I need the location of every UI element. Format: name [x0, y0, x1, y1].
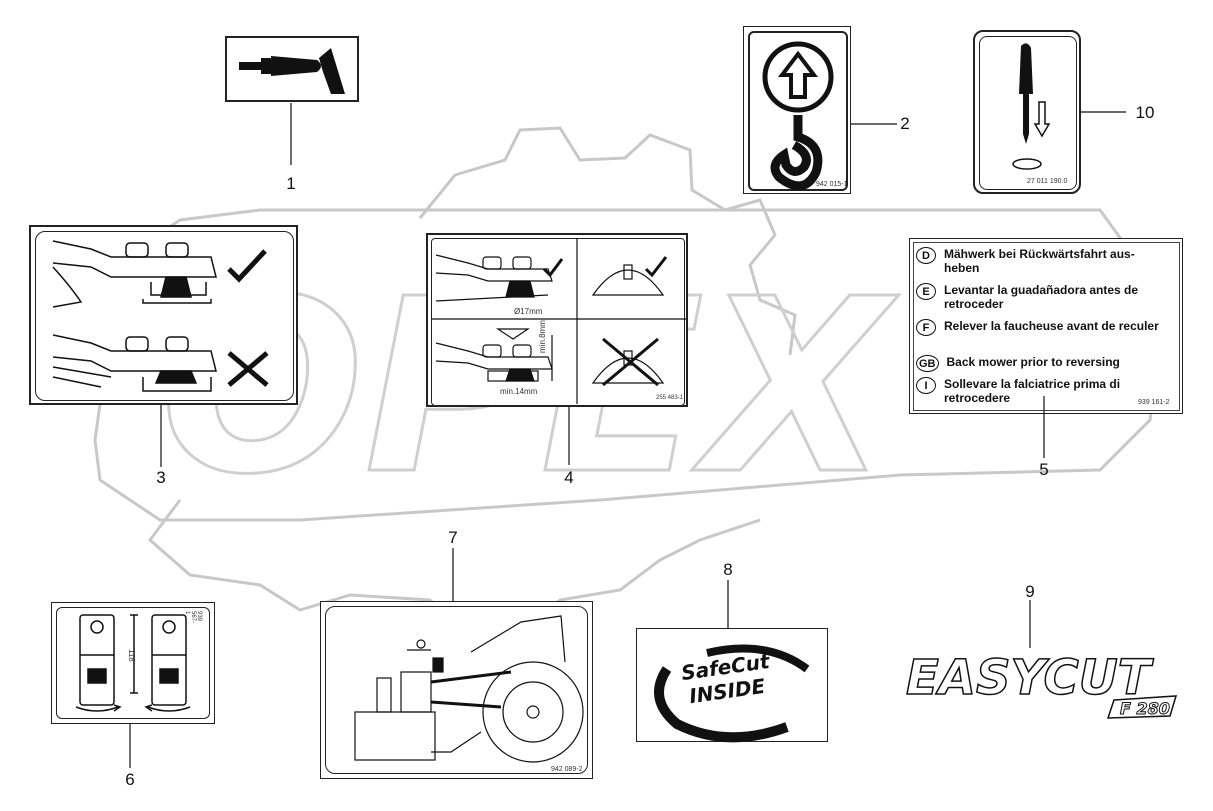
lang-text-f: Relever la faucheuse avant de reculer [944, 319, 1159, 333]
lang-row-e: E Levantar la guadañadora antes de retro… [916, 283, 1172, 311]
label-4-code: 255 483-1 [656, 395, 684, 401]
label-7-code: 942 089-2 [551, 766, 583, 773]
lang-text-i: Sollevare la falciatrice prima di retroc… [944, 377, 1121, 405]
label-7-mounting: 942 089-2 [320, 601, 593, 779]
easycut-logo-graphic: EASYCUT F 280 [905, 649, 1178, 719]
callout-2: 2 [900, 114, 910, 133]
lang-row-d: D Mähwerk bei Rückwärtsfahrt aus- heben [916, 247, 1172, 275]
tractor-mounting-diagram [354, 615, 584, 763]
callout-6: 6 [125, 770, 135, 789]
blade-rotation-diagram [75, 614, 191, 712]
lang-row-i: I Sollevare la falciatrice prima di retr… [916, 377, 1172, 405]
screwdriver-icon [1012, 43, 1051, 170]
lang-row-gb: GB Back mower prior to reversing [916, 355, 1175, 372]
label-4-dim-diameter: Ø17mm [514, 307, 543, 316]
label-1-grease [225, 36, 359, 102]
callout-3: 3 [156, 468, 166, 487]
callout-10: 10 [1135, 103, 1155, 122]
label-5-reverse-warning: D Mähwerk bei Rückwärtsfahrt aus- heben … [909, 238, 1183, 414]
easycut-brand: EASYCUT [906, 650, 1154, 706]
easycut-model: F 280 [1120, 699, 1170, 718]
label-3-blade-check [29, 225, 298, 405]
watermark-gear [418, 126, 797, 356]
lang-row-f: F Relever la faucheuse avant de reculer [916, 319, 1172, 336]
lang-text-gb: Back mower prior to reversing [946, 355, 1120, 369]
lang-text-e: Levantar la guadañadora antes de retroce… [944, 283, 1139, 311]
lang-badge-d: D [916, 247, 936, 264]
lang-text-d: Mähwerk bei Rückwärtsfahrt aus- heben [944, 247, 1135, 275]
callout-8: 8 [723, 560, 733, 579]
grease-gun-icon [239, 48, 345, 94]
safecut-swoosh [654, 644, 810, 743]
callout-4: 4 [564, 468, 574, 487]
label-6-dim: 118 [127, 649, 136, 662]
label-6-code: 939 567-1 [184, 611, 202, 624]
callout-5: 5 [1039, 460, 1049, 479]
label-10-code: 27 011 190.0 [1027, 178, 1068, 185]
lang-badge-gb: GB [916, 355, 939, 372]
lang-badge-e: E [916, 283, 936, 300]
callout-9: 9 [1025, 582, 1035, 601]
label-6-blade-rotation: 118 939 567-1 [51, 602, 215, 724]
watermark-outline [93, 208, 1167, 522]
callout-1: 1 [286, 174, 296, 193]
label-5-code: 939 161-2 [1138, 399, 1170, 406]
lang-badge-i: I [916, 377, 936, 394]
label-8-safecut: SafeCut INSIDE [636, 628, 828, 743]
label-2-code: 942 015-1 [816, 181, 848, 188]
callout-7: 7 [448, 528, 458, 547]
blade-mount-diagram [52, 240, 269, 392]
label-10-screwdriver: 27 011 190.0 [973, 30, 1081, 194]
lang-badge-f: F [916, 319, 936, 336]
lift-hook-icon [762, 41, 834, 191]
label-9-easycut-logo: EASYCUT F 280 [900, 644, 1180, 720]
label-4-wear-limits: Ø17mm min.14mm min.8mm 255 483-1 [426, 233, 688, 407]
label-2-hook: 942 015-1 [743, 26, 851, 194]
wear-limits-diagram [431, 238, 686, 404]
label-4-dim-min8: min.8mm [538, 320, 547, 353]
label-4-dim-min14: min.14mm [500, 387, 538, 396]
